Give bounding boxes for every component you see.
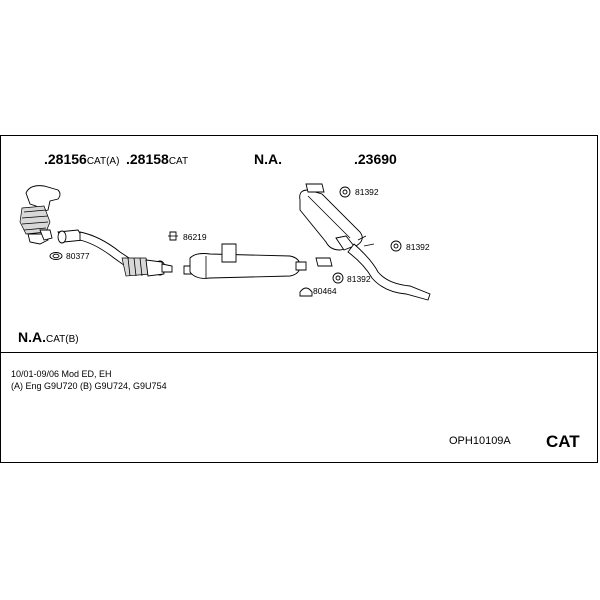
callout-81392-b: 81392	[406, 242, 430, 252]
clamp-80464	[299, 287, 313, 297]
callout-80377: 80377	[66, 251, 90, 261]
callout-81392-a: 81392	[355, 187, 379, 197]
manifold-catalyst	[19, 185, 61, 245]
hanger-81392-a	[339, 186, 351, 198]
application-period: 10/01-09/06 Mod ED, EH	[11, 369, 112, 379]
callout-86219: 86219	[183, 232, 207, 242]
part-28156-label: .28156CAT(A)	[44, 151, 120, 167]
hanger-81392-b	[390, 240, 402, 252]
part-28158-label: .28158CAT	[126, 151, 189, 167]
callout-81392-c: 81392	[347, 274, 371, 284]
part-23690-label: .23690	[354, 151, 397, 167]
section-divider	[0, 352, 598, 353]
reference-code: OPH10109A	[449, 435, 511, 447]
diagram-frame	[0, 135, 598, 463]
clamp-86219	[168, 231, 178, 241]
rear-silencer	[299, 183, 431, 301]
middle-silencer	[183, 243, 307, 279]
engine-codes: (A) Eng G9U720 (B) G9U724, G9U754	[11, 381, 167, 391]
gasket-80377	[49, 252, 63, 260]
hanger-81392-c	[332, 272, 344, 284]
part-na-label: N.A.	[254, 151, 282, 167]
downpipe-catalyst	[57, 229, 173, 277]
cat-badge: CAT	[546, 432, 580, 451]
na-catb-label: N.A.CAT(B)	[18, 329, 79, 345]
callout-80464: 80464	[313, 286, 337, 296]
